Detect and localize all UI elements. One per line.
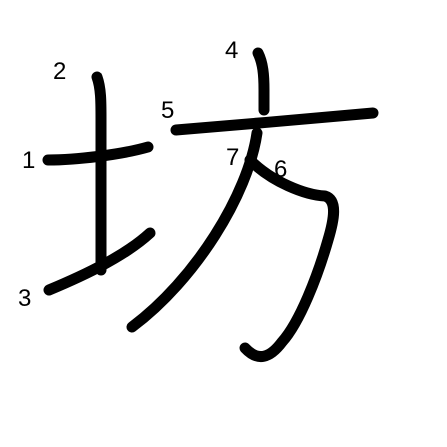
stroke-6-path — [239, 154, 340, 362]
stroke-5-path — [170, 107, 379, 136]
stroke-4-path — [252, 47, 270, 116]
character-strokes — [42, 47, 379, 362]
stroke-6-number: 6 — [274, 156, 287, 183]
stroke-7-path — [126, 127, 263, 333]
stroke-2-number: 2 — [53, 58, 66, 85]
stroke-numbers: 1 2 3 4 5 6 7 — [18, 37, 287, 312]
stroke-3-path — [43, 227, 156, 296]
stroke-1-number: 1 — [22, 147, 35, 174]
stroke-7-number: 7 — [226, 144, 239, 171]
stroke-2-path — [91, 71, 107, 276]
stroke-3-number: 3 — [18, 285, 31, 312]
stroke-4-number: 4 — [225, 37, 238, 64]
stroke-5-number: 5 — [161, 97, 174, 124]
